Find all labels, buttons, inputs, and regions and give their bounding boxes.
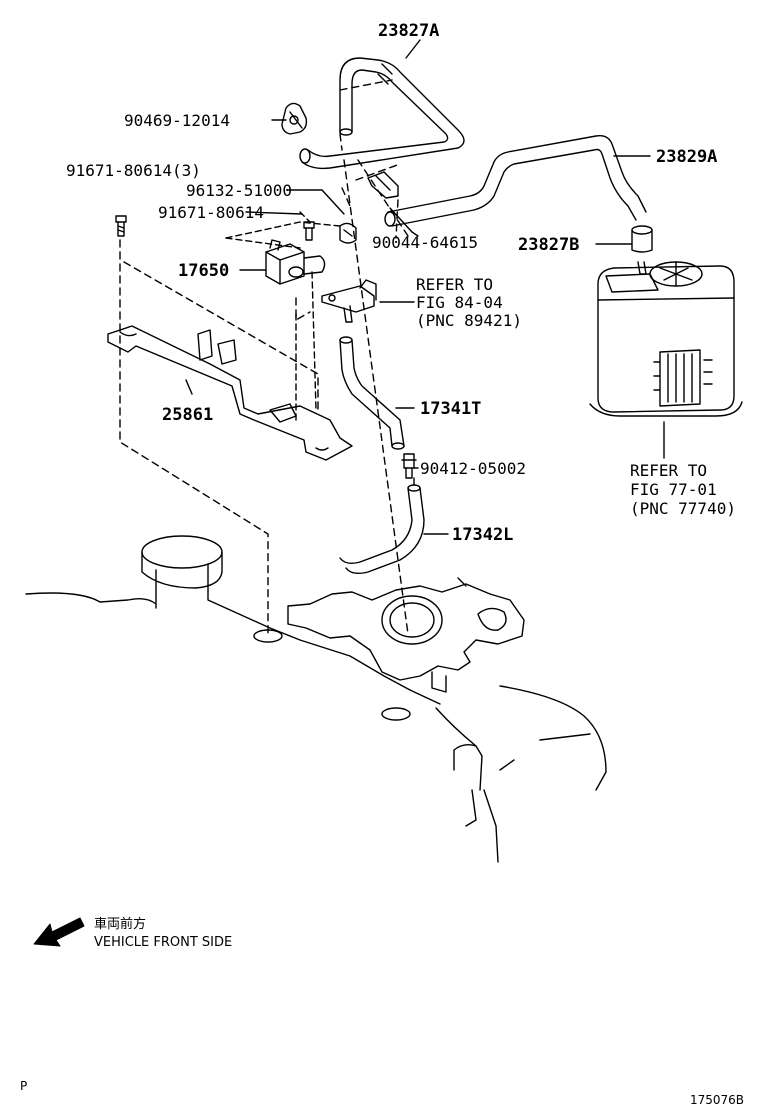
figure-id: 175076B [690, 1093, 744, 1107]
label-91671-80614-3: 91671-80614(3) [66, 161, 201, 180]
charcoal-canister [589, 261, 743, 417]
union-90412-05002 [401, 453, 417, 479]
label-25861: 25861 [162, 405, 213, 425]
clip-90469-12014 [281, 102, 308, 135]
label-23827b: 23827B [518, 235, 579, 255]
clamp-96132-51000 [339, 222, 357, 244]
corner-mark: P [20, 1079, 27, 1093]
hose-23829a [384, 134, 647, 227]
legend-japanese: 車両前方 [94, 916, 146, 932]
refer-77-line1: REFER TO [630, 461, 707, 480]
refer-77-line2: FIG 77-01 [630, 480, 717, 499]
bracket-25861 [107, 325, 353, 461]
refer-84-line2: FIG 84-04 [416, 293, 503, 312]
hose-17342l [339, 484, 425, 575]
hose-23827b [631, 225, 653, 253]
label-23829a: 23829A [656, 147, 717, 167]
label-91671-80614: 91671-80614 [158, 203, 264, 222]
label-90469-12014: 90469-12014 [124, 111, 230, 130]
clip-90044-64615 [367, 171, 399, 199]
label-17341t: 17341T [420, 399, 481, 419]
refer-84-line1: REFER TO [416, 275, 493, 294]
label-23827a: 23827A [378, 21, 439, 41]
vehicle-front-arrow-icon [33, 917, 85, 947]
purge-port-bracket [321, 279, 377, 323]
label-90044-64615: 90044-64615 [372, 233, 478, 252]
refer-77-line3: (PNC 77740) [630, 499, 736, 518]
leader-lines [185, 39, 665, 535]
legend-english: VEHICLE FRONT SIDE [94, 935, 232, 950]
dashed-assembly-lines [119, 79, 415, 637]
label-96132-51000: 96132-51000 [186, 181, 292, 200]
bolt-91671-80614-3 [115, 215, 127, 237]
label-17650: 17650 [178, 261, 229, 281]
vsv-valve-17650 [265, 239, 326, 285]
label-17342l: 17342L [452, 525, 513, 545]
refer-84-line3: (PNC 89421) [416, 311, 522, 330]
hose-17341t [339, 336, 405, 450]
hose-23827a [299, 57, 465, 170]
bolt-91671-80614 [303, 221, 315, 241]
engine-outline [25, 535, 607, 863]
label-90412-05002: 90412-05002 [420, 459, 526, 478]
dashed-vsv-lines [225, 211, 341, 421]
